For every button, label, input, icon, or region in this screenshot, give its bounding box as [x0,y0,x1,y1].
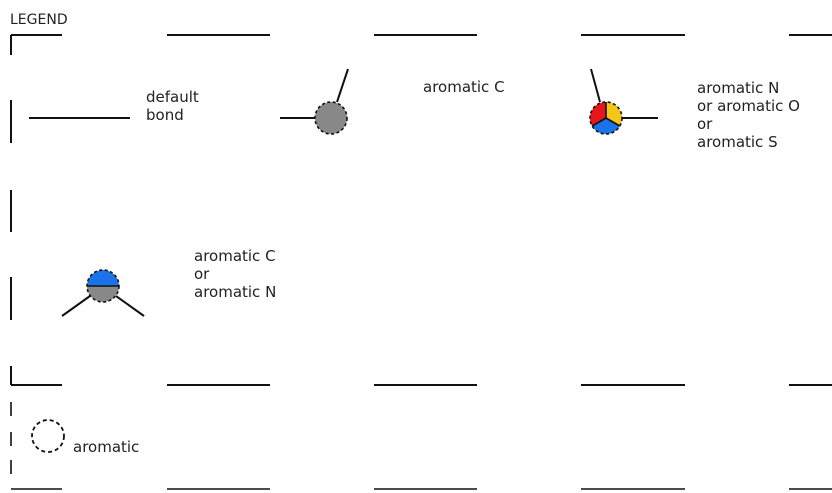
lower-frame [10,402,832,490]
aromatic-ring-symbol [31,419,65,453]
aromatic-c-or-n-label: aromatic C or aromatic N [194,247,277,301]
default-bond-label: default bond [146,88,199,124]
bond-line [61,295,91,317]
bond-line [590,68,601,103]
aromatic-c-or-n-symbol [61,269,145,317]
carbon-half [87,286,119,302]
aromatic-c-label: aromatic C [423,78,505,96]
aromatic-nos-symbol [589,68,658,135]
aromatic-nos-label: aromatic N or aromatic O or aromatic S [697,79,800,151]
atom-outline [589,101,623,135]
aromatic-label: aromatic [73,438,140,456]
nitrogen-half [87,270,119,286]
carbon-atom [314,101,348,135]
legend-frame [10,34,832,386]
atom-outline [86,269,120,303]
aromatic-c-symbol [280,68,349,135]
bond-line [336,68,349,103]
bond-line [115,295,145,317]
legend-title: LEGEND [10,12,68,28]
